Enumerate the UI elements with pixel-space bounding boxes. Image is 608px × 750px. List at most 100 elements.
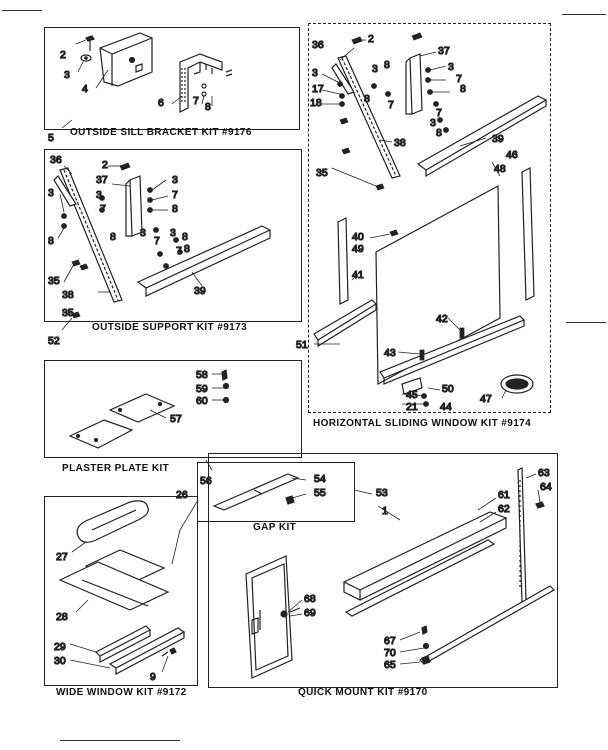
svg-text:8: 8 [182,231,188,243]
sliding-foot-part [401,377,423,395]
svg-text:2: 2 [60,49,66,61]
svg-text:48: 48 [494,163,506,175]
support-leader-lines [57,165,203,331]
svg-text:44: 44 [440,401,452,413]
svg-text:46: 46 [506,149,518,161]
svg-text:70: 70 [384,647,396,659]
svg-text:3: 3 [64,69,70,81]
svg-text:67: 67 [384,635,396,647]
outside-support-kit-label: OUTSIDE SUPPORT KIT #9173 [92,322,248,333]
svg-text:7: 7 [388,99,394,111]
svg-text:7: 7 [456,73,462,85]
svg-text:37: 37 [438,45,450,57]
svg-text:28: 28 [56,611,68,623]
svg-text:61: 61 [498,489,510,501]
sliding-right-post-part [521,167,535,301]
plaster-plate-kit-frame [44,360,302,458]
svg-text:9: 9 [150,671,156,683]
svg-text:8: 8 [48,235,54,247]
svg-text:8: 8 [110,231,116,243]
svg-text:8: 8 [364,93,370,105]
sill-leader-lines [61,39,213,129]
svg-text:27: 27 [56,551,68,563]
support-slanted-bracket-part [53,167,123,303]
svg-text:3: 3 [96,189,102,201]
quick-mount-frame-part [245,555,293,679]
svg-text:2: 2 [368,33,374,45]
svg-text:5: 5 [48,132,54,144]
svg-text:39: 39 [492,133,504,145]
quick-mount-strip-part [344,539,496,617]
quick-mount-kit-frame [208,453,558,688]
svg-text:3: 3 [172,174,178,186]
svg-text:29: 29 [54,641,66,653]
svg-text:18: 18 [310,97,322,109]
svg-text:64: 64 [540,481,552,493]
svg-text:55: 55 [314,487,326,499]
svg-text:7: 7 [176,245,182,257]
sill-bracket-cover-part [99,32,153,87]
svg-text:3: 3 [48,187,54,199]
svg-text:38: 38 [394,137,406,149]
support-vertical-bracket-part [125,175,143,237]
quick-leader-lines [287,473,541,665]
svg-text:50: 50 [442,383,454,395]
svg-text:21: 21 [406,401,418,413]
svg-text:49: 49 [352,243,364,255]
sill-bracket-part [179,53,233,113]
svg-text:52: 52 [48,335,60,347]
sliding-slanted-bracket-part [331,55,401,179]
svg-text:59: 59 [196,383,208,395]
plaster-plate-right-part [108,393,176,423]
gap-block-part [285,495,295,505]
plaster-plate-kit-label: PLASTER PLATE KIT [62,463,170,474]
margin-tick-left [2,10,42,11]
wide-window-panel-bottom-part [58,561,170,611]
svg-text:3: 3 [430,117,436,129]
svg-text:3: 3 [140,227,146,239]
horizontal-sliding-window-kit-label: HORIZONTAL SLIDING WINDOW KIT #9174 [313,418,532,429]
svg-text:8: 8 [460,83,466,95]
wide-window-kit-frame [44,496,198,686]
svg-text:62: 62 [498,503,510,515]
svg-text:43: 43 [384,347,396,359]
svg-text:8: 8 [384,59,390,71]
sliding-left-post-part [337,217,349,305]
wide-window-bar-bottom-part [108,627,186,675]
svg-text:6: 6 [158,97,164,109]
svg-text:1: 1 [382,505,388,517]
svg-text:36: 36 [312,39,324,51]
svg-text:8: 8 [205,101,211,113]
svg-text:42: 42 [436,313,448,325]
svg-text:35: 35 [62,307,74,319]
svg-text:41: 41 [352,269,364,281]
svg-text:3: 3 [170,227,176,239]
svg-text:38: 38 [62,289,74,301]
sliding-vertical-bracket-part [405,53,423,115]
horizontal-sliding-window-kit-frame [308,23,551,413]
svg-text:47: 47 [480,393,492,405]
svg-text:3: 3 [372,63,378,75]
svg-text:63: 63 [538,467,550,479]
gap-leader-lines [291,477,373,499]
svg-text:39: 39 [194,285,206,297]
svg-text:7: 7 [154,235,160,247]
margin-tick-bottom [60,740,180,741]
svg-text:60: 60 [196,395,208,407]
svg-text:68: 68 [304,593,316,605]
outside-sill-bracket-kit-label: OUTSIDE SILL BRACKET KIT #9176 [70,127,252,138]
svg-text:51: 51 [296,339,308,351]
svg-text:26: 26 [176,489,188,501]
gap-kit-frame [197,462,355,522]
svg-text:7: 7 [100,203,106,215]
svg-text:65: 65 [384,659,396,671]
svg-text:4: 4 [82,83,88,95]
svg-text:69: 69 [304,607,316,619]
svg-text:30: 30 [54,655,66,667]
svg-text:7: 7 [436,107,442,119]
svg-text:56: 56 [200,475,212,487]
wide-window-bar-top-part [94,625,152,663]
seal-roll-badge-text: 47 [510,383,517,389]
